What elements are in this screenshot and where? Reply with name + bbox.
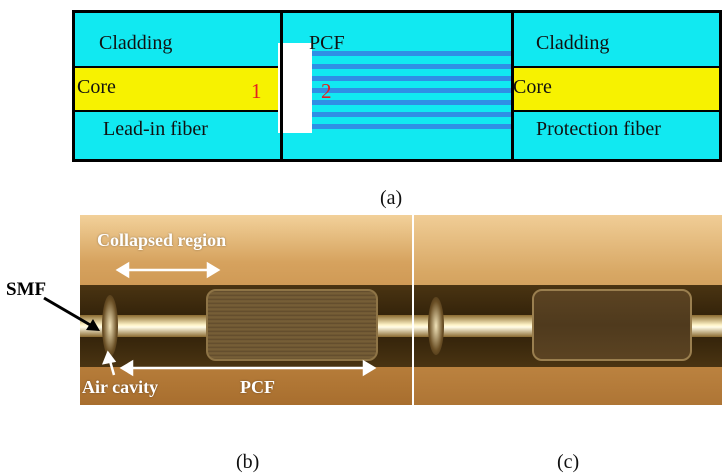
caption-a: (a) xyxy=(380,187,403,209)
pcf-section xyxy=(206,289,378,361)
pcf-section xyxy=(532,289,692,361)
air-cavity-mark xyxy=(428,297,444,355)
interface-number-2: 2 xyxy=(321,79,332,103)
fiber-schematic: Cladding Core Lead-in fiber PCF Cladding… xyxy=(72,10,722,162)
lead-in-core-band xyxy=(75,66,281,112)
interface-number-1: 1 xyxy=(251,79,262,103)
lead-in-cladding-label: Cladding xyxy=(99,32,173,54)
pcf-hole-line xyxy=(312,76,512,81)
pcf-hole-line xyxy=(312,100,512,105)
air-gap xyxy=(278,43,312,133)
pcf-photo-label: PCF xyxy=(240,377,275,397)
protection-core-label: Core xyxy=(513,76,552,98)
pcf-hole-line xyxy=(312,124,512,129)
air-cavity-label: Air cavity xyxy=(82,377,159,397)
protection-core-band xyxy=(511,66,719,112)
micrograph-b: Collapsed region Air cavity PCF xyxy=(80,215,412,405)
protection-fiber-label: Protection fiber xyxy=(536,118,661,140)
pcf-hole-line xyxy=(312,51,512,56)
smf-arrow xyxy=(43,296,100,331)
micrograph-c xyxy=(414,215,722,405)
pcf-hole-line xyxy=(312,88,512,93)
caption-c: (c) xyxy=(557,451,580,473)
pcf-label: PCF xyxy=(309,32,345,54)
protection-cladding-label: Cladding xyxy=(536,32,610,54)
pcf-hole-line xyxy=(312,112,512,117)
smf-label: SMF xyxy=(6,279,47,300)
air-cavity-mark xyxy=(102,295,118,357)
lead-in-fiber-label: Lead-in fiber xyxy=(103,118,208,140)
pcf-hole-line xyxy=(312,64,512,69)
lead-in-core-label: Core xyxy=(77,76,116,98)
annotation-arrows xyxy=(101,261,377,377)
caption-b: (b) xyxy=(236,451,260,473)
splice-line-right xyxy=(511,10,514,162)
splice-line-left xyxy=(280,10,283,162)
collapsed-region-label: Collapsed region xyxy=(97,230,227,250)
